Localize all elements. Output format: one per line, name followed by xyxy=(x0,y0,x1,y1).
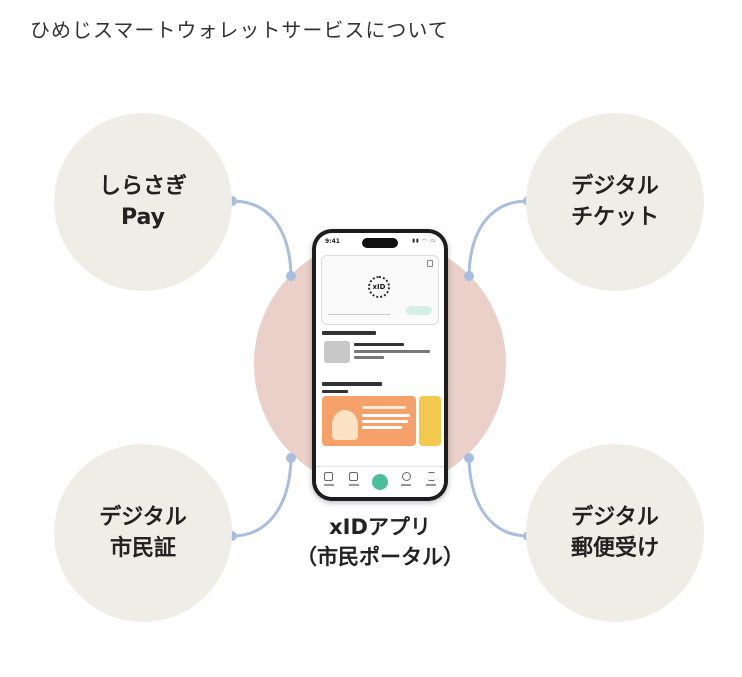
connector-top-right xyxy=(469,201,528,276)
service-digital-ticket: デジタル チケット xyxy=(526,113,704,291)
service-label: デジタル xyxy=(571,171,659,202)
tab-center-button xyxy=(372,474,388,490)
xid-logo: xID xyxy=(368,276,390,298)
hub-label-line: （市民ポータル） xyxy=(290,542,470,572)
input-line xyxy=(328,308,390,315)
connector-dot xyxy=(286,453,296,463)
person-illustration xyxy=(332,410,358,440)
service-label: デジタル xyxy=(571,502,659,533)
connector-bottom-right xyxy=(469,458,528,536)
tab-home xyxy=(322,472,336,492)
smartphone-image: 9:41 ▮▮ ◠ ▭ xID xyxy=(312,229,448,501)
xid-card: xID xyxy=(321,255,439,325)
service-label: 市民証 xyxy=(110,533,176,564)
service-digital-citizen-card: デジタル 市民証 xyxy=(54,444,232,622)
connector-dot xyxy=(464,271,474,281)
service-digital-mailbox: デジタル 郵便受け xyxy=(526,444,704,622)
service-label: チケット xyxy=(571,202,659,233)
connector-dot xyxy=(464,453,474,463)
promo-banner xyxy=(322,396,416,446)
status-icons: ▮▮ ◠ ▭ xyxy=(412,238,436,244)
banner-text-bar xyxy=(362,420,408,423)
hub-label: xIDアプリ （市民ポータル） xyxy=(290,512,470,572)
tab-user xyxy=(399,472,413,492)
mini-tiles xyxy=(322,457,440,462)
service-shirasagi-pay: しらさぎ Pay xyxy=(54,113,232,291)
promo-banner-partial xyxy=(419,396,441,446)
service-label: 郵便受け xyxy=(571,533,659,564)
news-title-bar xyxy=(354,343,404,346)
section-heading-bar xyxy=(322,382,382,386)
connector-dot xyxy=(286,271,296,281)
tab-digital xyxy=(347,472,361,492)
pill-button xyxy=(406,306,432,315)
phone-screen: 9:41 ▮▮ ◠ ▭ xID xyxy=(316,233,444,497)
hub-label-line: xIDアプリ xyxy=(290,512,470,542)
service-label: しらさぎ xyxy=(99,171,187,202)
dynamic-island xyxy=(362,238,398,248)
subsection-heading-bar xyxy=(322,390,348,393)
service-label: デジタル xyxy=(99,502,187,533)
section-heading-bar xyxy=(322,331,376,335)
tab-bar xyxy=(316,466,444,497)
connector-top-left xyxy=(232,201,291,276)
connector-bottom-left xyxy=(232,458,291,536)
banner-text-bar xyxy=(362,406,406,409)
news-text-bar xyxy=(354,350,430,353)
status-time: 9:41 xyxy=(325,238,340,245)
banner-text-bar xyxy=(362,414,410,417)
service-label: Pay xyxy=(121,202,165,233)
tab-menu xyxy=(424,472,438,492)
news-thumbnail xyxy=(324,341,350,363)
news-text-bar xyxy=(354,356,384,359)
banner-text-bar xyxy=(362,426,402,429)
lock-icon xyxy=(427,260,433,267)
